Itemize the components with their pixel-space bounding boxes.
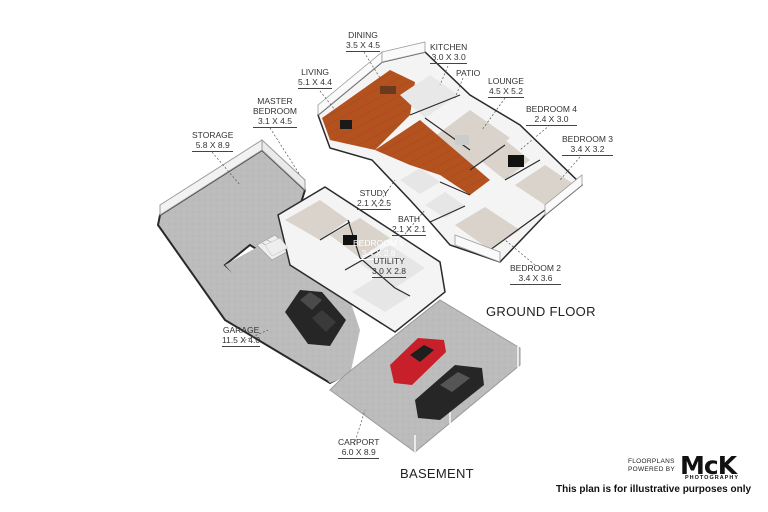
room-name: DINING <box>348 30 378 40</box>
basement-level <box>156 138 521 453</box>
room-label-storage: STORAGE 5.8 x 8.9 <box>192 130 234 152</box>
room-dims: 3.0 x 3.0 <box>430 52 468 64</box>
basement-bath-floor <box>352 275 410 312</box>
carport-floor <box>329 299 521 453</box>
room-dims: 2.4 x 3.0 <box>526 114 578 126</box>
room-name: BEDROOM 4 <box>526 104 578 114</box>
room-name: KITCHEN <box>430 42 468 52</box>
ground-floor-glazing <box>317 41 583 263</box>
room-label-study: STUDY 2.1 x 2.5 <box>357 188 392 210</box>
living-sofa-icon <box>340 120 352 129</box>
room-name: STORAGE <box>192 130 234 140</box>
room-dims: 3.1 x 4.5 <box>253 116 297 128</box>
room-dims: 5.8 x 8.9 <box>192 140 234 152</box>
mck-logo: McK <box>680 451 737 480</box>
room-label-bedroom2: BEDROOM 2 3.4 x 3.6 <box>510 263 562 285</box>
bedroom4-bed-icon <box>508 155 524 167</box>
dining-table-icon <box>380 86 396 94</box>
room-name: BATH <box>397 214 421 224</box>
bedroom4-floor <box>480 140 530 180</box>
ground-floor-title: GROUND FLOOR <box>486 304 596 319</box>
bedroom2-floor <box>455 207 520 250</box>
utility-floor <box>358 245 425 288</box>
room-dims: 3.5 x 4.5 <box>346 40 381 52</box>
room-label-bedroom5: BEDROOM 5 3.4 x 2.8 <box>353 238 405 260</box>
room-label-dining: DINING 3.5 x 4.5 <box>346 30 381 52</box>
room-label-bath: BATH 2.1 x 2.1 <box>392 214 427 236</box>
kitchen-floor <box>400 75 458 118</box>
carport-dark-car-icon <box>415 365 484 420</box>
room-dims: 6.0 x 8.9 <box>338 447 380 459</box>
ground-floor-level <box>264 41 584 263</box>
room-name: BEDROOM 2 <box>510 263 562 273</box>
room-dims: 2.1 x 2.5 <box>357 198 392 210</box>
room-name: UTILITY <box>373 256 405 266</box>
room-name: LIVING <box>301 67 329 77</box>
brand-photography-text: PHOTOGRAPHY <box>685 475 739 481</box>
room-label-utility: UTILITY 3.0 x 2.8 <box>372 256 407 278</box>
room-label-bedroom4: BEDROOM 4 2.4 x 3.0 <box>526 104 578 126</box>
room-name: LOUNGE <box>488 76 524 86</box>
room-label-lounge: LOUNGE 4.5 x 5.2 <box>488 76 524 98</box>
room-name: BEDROOM 5 <box>353 238 405 248</box>
room-name: GARAGE <box>222 325 260 335</box>
garage-car-icon <box>285 290 346 346</box>
room-name-2: BEDROOM <box>253 106 297 116</box>
room-name: CARPORT <box>338 437 380 447</box>
ground-floor-walls <box>409 94 546 251</box>
room-dims: 11.5 x 4.0 <box>222 335 261 347</box>
room-label-master-bedroom: MASTER BEDROOM 3.1 x 4.5 <box>253 96 297 128</box>
room-label-kitchen: KITCHEN 3.0 x 3.0 <box>430 42 468 64</box>
room-dims: 3.4 x 3.6 <box>510 273 562 285</box>
room-name: BEDROOM 3 <box>562 134 614 144</box>
lounge-sofa-icon <box>455 135 469 145</box>
basement-title: BASEMENT <box>400 466 474 481</box>
study-floor <box>400 168 440 194</box>
room-name: PATIO <box>456 68 481 78</box>
carport-posts <box>414 345 519 452</box>
room-label-bedroom3: BEDROOM 3 3.4 x 3.2 <box>562 134 614 156</box>
brand-floorplans-text: FLOORPLANS <box>628 458 675 465</box>
room-dims: 3.4 x 2.8 <box>353 248 405 260</box>
bath-floor <box>425 192 465 218</box>
room-dims: 5.1 x 4.4 <box>298 77 333 89</box>
room-dims: 3.0 x 2.8 <box>372 266 407 278</box>
room-name: MASTER <box>257 96 293 106</box>
leader-lines <box>211 51 581 446</box>
bedroom5-floor <box>330 218 390 258</box>
brand-powered-by-text: POWERED BY <box>628 466 676 473</box>
hallway-floor <box>375 120 490 195</box>
disclaimer-text: This plan is for illustrative purposes o… <box>556 484 752 495</box>
room-dims: 2.1 x 2.1 <box>392 224 427 236</box>
carport-red-car-icon <box>390 338 446 385</box>
room-name: STUDY <box>359 188 389 198</box>
bedroom5-bed-icon <box>343 235 357 245</box>
room-label-carport: CARPORT 6.0 x 8.9 <box>338 437 380 459</box>
master-bedroom-floor <box>285 200 348 240</box>
room-label-patio: PATIO <box>456 68 480 78</box>
room-dims: 4.5 x 5.2 <box>488 86 524 98</box>
room-label-garage: GARAGE 11.5 x 4.0 <box>222 325 261 347</box>
room-label-living: LIVING 5.1 x 4.4 <box>298 67 333 89</box>
room-dims: 3.4 x 3.2 <box>562 144 614 156</box>
